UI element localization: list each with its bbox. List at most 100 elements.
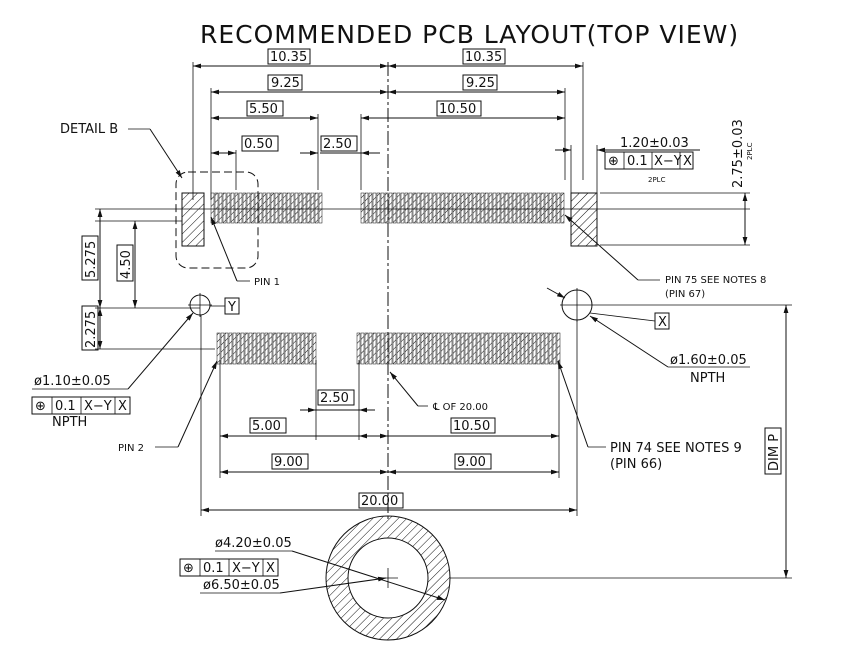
dim-hole-large: ø1.60±0.05: [670, 353, 747, 368]
detail-b-label: DETAIL B: [60, 122, 118, 137]
top-pad: [456, 192, 461, 224]
bottom-pad: [460, 332, 465, 365]
bottom-pad: [264, 332, 269, 365]
dim-box-5275: [81, 235, 99, 281]
top-pad: [544, 192, 549, 224]
pin75-label: PIN 75 SEE NOTES 8: [665, 275, 766, 286]
bottom-pad: [380, 332, 385, 365]
svg-text:⊕: ⊕: [183, 561, 194, 576]
top-pad: [234, 192, 239, 224]
datum-y: Y: [227, 300, 236, 315]
bottom-pad: [268, 332, 273, 365]
bottom-pad: [256, 332, 261, 365]
bottom-pad: [296, 332, 301, 365]
bottom-pad: [548, 332, 553, 365]
bottom-pad: [364, 332, 369, 365]
bottom-pad: [500, 332, 505, 365]
pin2-label: PIN 2: [118, 443, 144, 454]
bottom-pad: [372, 332, 377, 365]
top-pad: [508, 192, 513, 224]
ring-outer-leader: [279, 576, 387, 594]
bottom-pad: [376, 332, 381, 365]
top-pad: [500, 192, 505, 224]
dim-box-top-050: [241, 135, 279, 152]
bottom-pad: [520, 332, 525, 365]
pin74-label: PIN 74 SEE NOTES 9: [610, 441, 742, 456]
top-pad: [380, 192, 385, 224]
top-pad: [310, 192, 315, 224]
top-pad-row-right: [360, 192, 565, 224]
top-pad-row-left: [210, 192, 323, 224]
bottom-pad: [444, 332, 449, 365]
top-pad: [432, 192, 437, 224]
bottom-pad: [496, 332, 501, 365]
hole-large-arrow-tl: [546, 287, 566, 299]
ring-inner-leader: [291, 550, 446, 601]
top-pad: [464, 192, 469, 224]
svg-text:0.1: 0.1: [203, 561, 224, 576]
top-pad: [286, 192, 291, 224]
bottom-pad-row-right: [356, 332, 561, 365]
centerline-leader: [389, 371, 419, 407]
top-pad: [306, 192, 311, 224]
dim-bot-250: 2.50: [320, 391, 349, 406]
hole-small-left: [188, 293, 212, 317]
bottom-pad: [360, 332, 365, 365]
bottom-pad: [404, 332, 409, 365]
top-pad: [472, 192, 477, 224]
top-pad: [524, 192, 529, 224]
top-pad: [242, 192, 247, 224]
bottom-pad: [424, 332, 429, 365]
top-pad: [294, 192, 299, 224]
pin2-leader: [177, 360, 218, 448]
datum-x: X: [658, 315, 667, 330]
dim-v-2275: 2.275: [84, 311, 99, 348]
plc-label-right: 2PLC: [648, 176, 666, 184]
bottom-pad: [272, 332, 277, 365]
top-pad: [298, 192, 303, 224]
pin75-leader: [564, 214, 639, 281]
top-pad: [384, 192, 389, 224]
bottom-pad: [392, 332, 397, 365]
svg-text:⊕: ⊕: [35, 399, 46, 414]
top-pad: [496, 192, 501, 224]
top-pad: [238, 192, 243, 224]
bottom-pad: [556, 332, 561, 365]
npth-label-right: NPTH: [690, 371, 725, 386]
dim-box-top-550: [246, 100, 284, 117]
centerline-label: ℄ OF 20.00: [432, 402, 488, 413]
top-pad: [532, 192, 537, 224]
bottom-pad: [260, 332, 265, 365]
top-pad: [460, 192, 465, 224]
top-pad: [416, 192, 421, 224]
bottom-pad: [472, 332, 477, 365]
dim-total-2000: 20.00: [361, 494, 398, 509]
top-pad: [452, 192, 457, 224]
top-pad: [360, 192, 365, 224]
dim-pad-width: 1.20±0.03: [620, 136, 689, 151]
bottom-pad: [524, 332, 529, 365]
dim-top-1050: 10.50: [439, 102, 476, 117]
bottom-pad: [236, 332, 241, 365]
top-pad: [448, 192, 453, 224]
bottom-pad: [388, 332, 393, 365]
bottom-pad: [528, 332, 533, 365]
top-pad: [540, 192, 545, 224]
top-pad: [218, 192, 223, 224]
svg-text:0.1: 0.1: [627, 154, 648, 169]
top-pad: [368, 192, 373, 224]
top-pad: [552, 192, 557, 224]
bottom-pad: [384, 332, 389, 365]
dim-box-bot-900-left: [271, 453, 309, 470]
bottom-pad: [216, 332, 221, 365]
top-pad: [388, 192, 393, 224]
detail-b-outline: [175, 171, 259, 269]
top-pad: [548, 192, 553, 224]
top-pad: [412, 192, 417, 224]
bottom-pad: [536, 332, 541, 365]
bottom-dimensions: [200, 315, 578, 516]
top-pad: [318, 192, 323, 224]
top-pad: [270, 192, 275, 224]
hole-small-leader: [127, 312, 194, 390]
